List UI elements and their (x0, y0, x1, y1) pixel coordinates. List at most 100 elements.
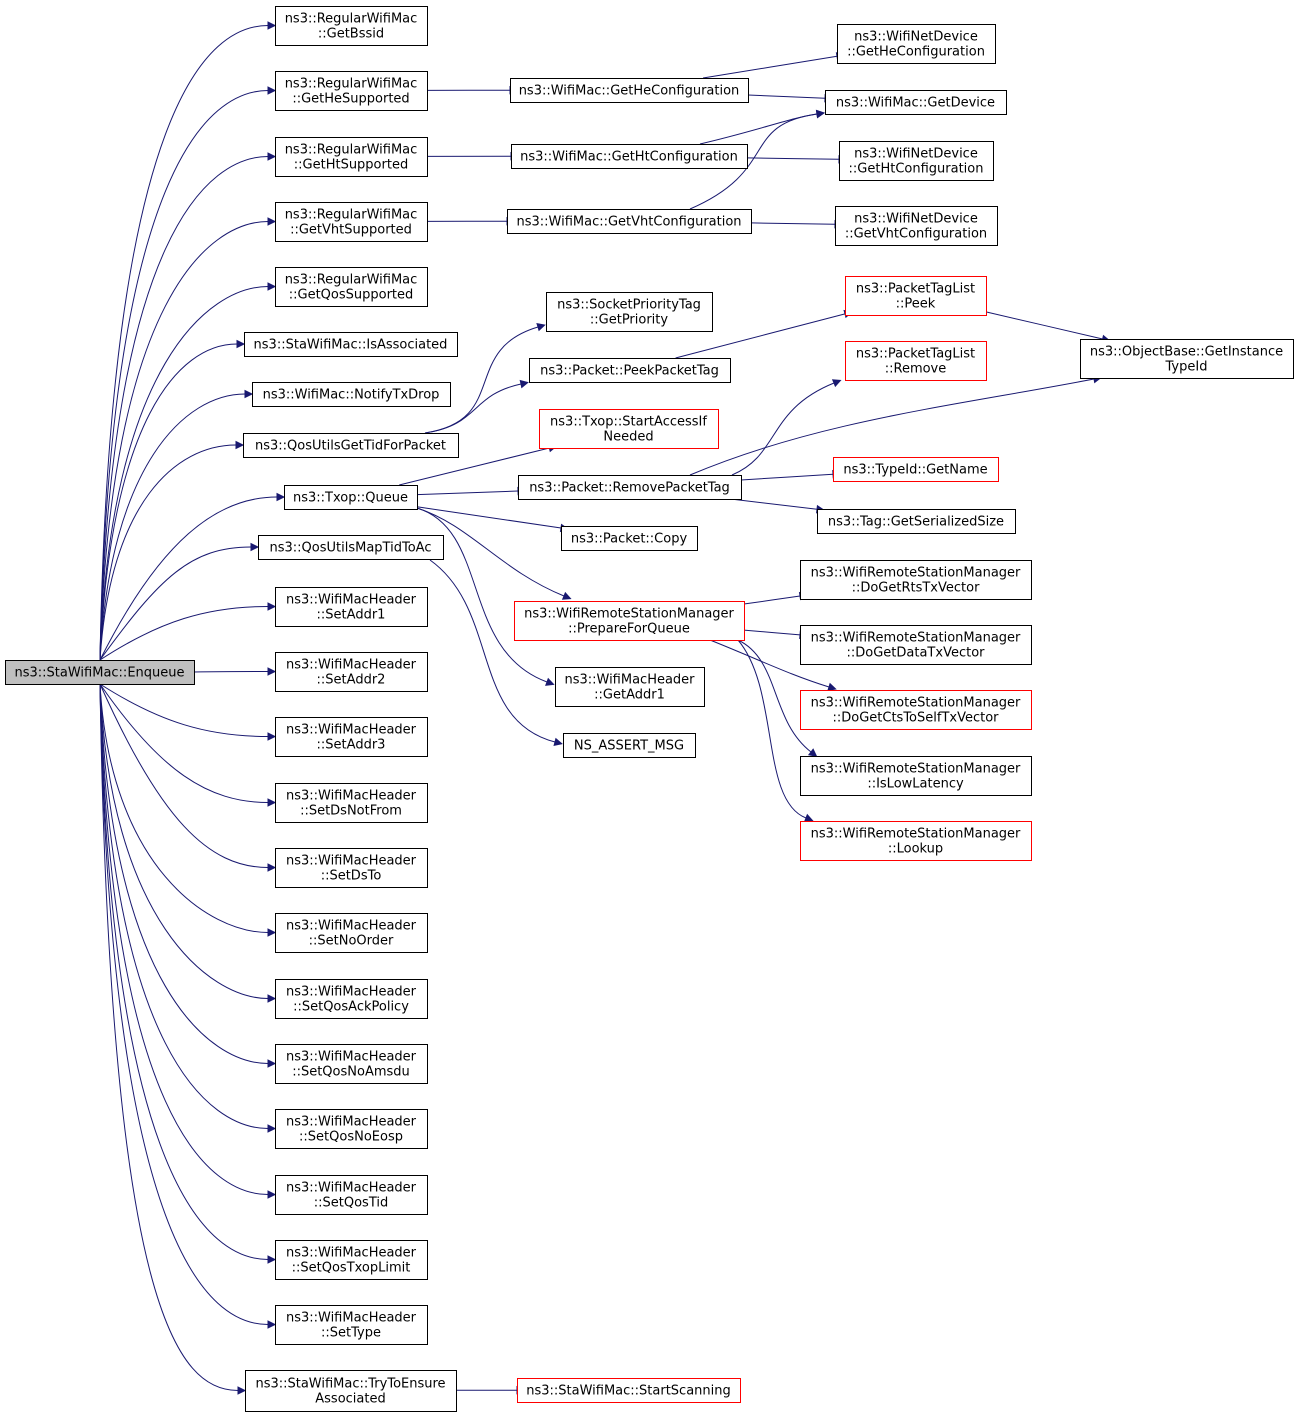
node-nsassert[interactable]: NS_ASSERT_MSG (563, 733, 696, 758)
node-box[interactable] (244, 332, 458, 357)
node-wnd_gethtcfg[interactable]: ns3::WifiNetDevice::GetHtConfiguration (839, 141, 994, 181)
node-box[interactable] (275, 783, 428, 823)
node-box[interactable] (514, 601, 745, 641)
node-box[interactable] (529, 358, 731, 383)
node-box[interactable] (5, 660, 195, 685)
node-box[interactable] (817, 509, 1016, 534)
node-islowlat[interactable]: ns3::WifiRemoteStationManager::IsLowLate… (800, 756, 1032, 796)
node-setqosnoamsdu[interactable]: ns3::WifiMacHeader::SetQosNoAmsdu (275, 1044, 428, 1084)
node-setaddr2[interactable]: ns3::WifiMacHeader::SetAddr2 (275, 652, 428, 692)
node-startscan[interactable]: ns3::StaWifiMac::StartScanning (517, 1378, 741, 1403)
node-dodatatx[interactable]: ns3::WifiRemoteStationManager::DoGetData… (800, 625, 1032, 665)
node-wm_gethtcfg[interactable]: ns3::WifiMac::GetHtConfiguration (511, 144, 748, 169)
node-box[interactable] (517, 1378, 741, 1403)
node-box[interactable] (275, 1175, 428, 1215)
node-box[interactable] (275, 6, 428, 46)
node-box[interactable] (275, 267, 428, 307)
node-txopqueue[interactable]: ns3::Txop::Queue (284, 485, 418, 510)
node-box[interactable] (800, 821, 1032, 861)
node-box[interactable] (546, 292, 713, 332)
node-setqostid[interactable]: ns3::WifiMacHeader::SetQosTid (275, 1175, 428, 1215)
node-doctstx[interactable]: ns3::WifiRemoteStationManager::DoGetCtsT… (800, 690, 1032, 730)
node-box[interactable] (275, 1044, 428, 1084)
node-setqosack[interactable]: ns3::WifiMacHeader::SetQosAckPolicy (275, 979, 428, 1019)
node-prepqueue[interactable]: ns3::WifiRemoteStationManager::PrepareFo… (514, 601, 745, 641)
node-wnd_gethecfg[interactable]: ns3::WifiNetDevice::GetHeConfiguration (837, 24, 996, 64)
node-box[interactable] (275, 202, 428, 242)
node-box[interactable] (275, 652, 428, 692)
node-wm_getdevice[interactable]: ns3::WifiMac::GetDevice (825, 90, 1007, 115)
node-box[interactable] (833, 457, 999, 482)
node-qosmaptid[interactable]: ns3::QosUtilsMapTidToAc (258, 535, 444, 560)
node-peektag[interactable]: ns3::Packet::PeekPacketTag (529, 358, 731, 383)
node-box[interactable] (243, 433, 459, 458)
node-box[interactable] (275, 587, 428, 627)
node-box[interactable] (563, 733, 696, 758)
node-box[interactable] (275, 71, 428, 111)
node-box[interactable] (539, 409, 719, 449)
node-box[interactable] (1080, 339, 1294, 379)
node-tag_getsize[interactable]: ns3::Tag::GetSerializedSize (817, 509, 1016, 534)
node-box[interactable] (275, 913, 428, 953)
node-gethtsup[interactable]: ns3::RegularWifiMac::GetHtSupported (275, 137, 428, 177)
node-wm_gethecfg[interactable]: ns3::WifiMac::GetHeConfiguration (510, 78, 749, 103)
node-lookup[interactable]: ns3::WifiRemoteStationManager::Lookup (800, 821, 1032, 861)
node-box[interactable] (555, 667, 705, 707)
node-setaddr3[interactable]: ns3::WifiMacHeader::SetAddr3 (275, 717, 428, 757)
node-setdsnotfrom[interactable]: ns3::WifiMacHeader::SetDsNotFrom (275, 783, 428, 823)
node-box[interactable] (275, 1305, 428, 1345)
node-box[interactable] (835, 206, 998, 246)
node-ptl_remove[interactable]: ns3::PacketTagList::Remove (845, 341, 987, 381)
node-box[interactable] (561, 526, 698, 551)
node-box[interactable] (800, 625, 1032, 665)
node-box[interactable] (839, 141, 994, 181)
node-getbssid[interactable]: ns3::RegularWifiMac::GetBssid (275, 6, 428, 46)
node-box[interactable] (845, 276, 987, 316)
node-box[interactable] (275, 979, 428, 1019)
node-qosgettid[interactable]: ns3::QosUtilsGetTidForPacket (243, 433, 459, 458)
node-box[interactable] (510, 78, 749, 103)
node-sockprio[interactable]: ns3::SocketPriorityTag::GetPriority (546, 292, 713, 332)
node-removetag[interactable]: ns3::Packet::RemovePacketTag (518, 475, 742, 500)
node-setqostxop[interactable]: ns3::WifiMacHeader::SetQosTxopLimit (275, 1240, 428, 1280)
node-box[interactable] (275, 848, 428, 888)
node-box[interactable] (800, 756, 1032, 796)
node-pktcopy[interactable]: ns3::Packet::Copy (561, 526, 698, 551)
node-setnoorder[interactable]: ns3::WifiMacHeader::SetNoOrder (275, 913, 428, 953)
node-ptl_peek[interactable]: ns3::PacketTagList::Peek (845, 276, 987, 316)
node-setaddr1[interactable]: ns3::WifiMacHeader::SetAddr1 (275, 587, 428, 627)
node-setqosnoeosp[interactable]: ns3::WifiMacHeader::SetQosNoEosp (275, 1109, 428, 1149)
node-root[interactable]: ns3::StaWifiMac::Enqueue (5, 660, 195, 685)
node-settype[interactable]: ns3::WifiMacHeader::SetType (275, 1305, 428, 1345)
node-box[interactable] (245, 1370, 457, 1412)
node-box[interactable] (275, 137, 428, 177)
node-box[interactable] (275, 1240, 428, 1280)
node-box[interactable] (825, 90, 1007, 115)
node-box[interactable] (518, 475, 742, 500)
node-getaddr1[interactable]: ns3::WifiMacHeader::GetAddr1 (555, 667, 705, 707)
node-wm_getvhtcfg[interactable]: ns3::WifiMac::GetVhtConfiguration (507, 209, 752, 234)
node-gethesup[interactable]: ns3::RegularWifiMac::GetHeSupported (275, 71, 428, 111)
node-setdsto[interactable]: ns3::WifiMacHeader::SetDsTo (275, 848, 428, 888)
node-dortstx[interactable]: ns3::WifiRemoteStationManager::DoGetRtsT… (800, 560, 1032, 600)
node-box[interactable] (800, 690, 1032, 730)
node-box[interactable] (845, 341, 987, 381)
node-notifytxdrop[interactable]: ns3::WifiMac::NotifyTxDrop (252, 382, 451, 407)
node-box[interactable] (507, 209, 752, 234)
node-box[interactable] (800, 560, 1032, 600)
node-wnd_getvhtcfg[interactable]: ns3::WifiNetDevice::GetVhtConfiguration (835, 206, 998, 246)
node-box[interactable] (837, 24, 996, 64)
node-box[interactable] (284, 485, 418, 510)
node-getqossup[interactable]: ns3::RegularWifiMac::GetQosSupported (275, 267, 428, 307)
node-box[interactable] (258, 535, 444, 560)
node-box[interactable] (275, 717, 428, 757)
node-box[interactable] (511, 144, 748, 169)
node-isassoc[interactable]: ns3::StaWifiMac::IsAssociated (244, 332, 458, 357)
node-box[interactable] (275, 1109, 428, 1149)
node-typeid_getname[interactable]: ns3::TypeId::GetName (833, 457, 999, 482)
node-getvhtsup[interactable]: ns3::RegularWifiMac::GetVhtSupported (275, 202, 428, 242)
node-box[interactable] (252, 382, 451, 407)
